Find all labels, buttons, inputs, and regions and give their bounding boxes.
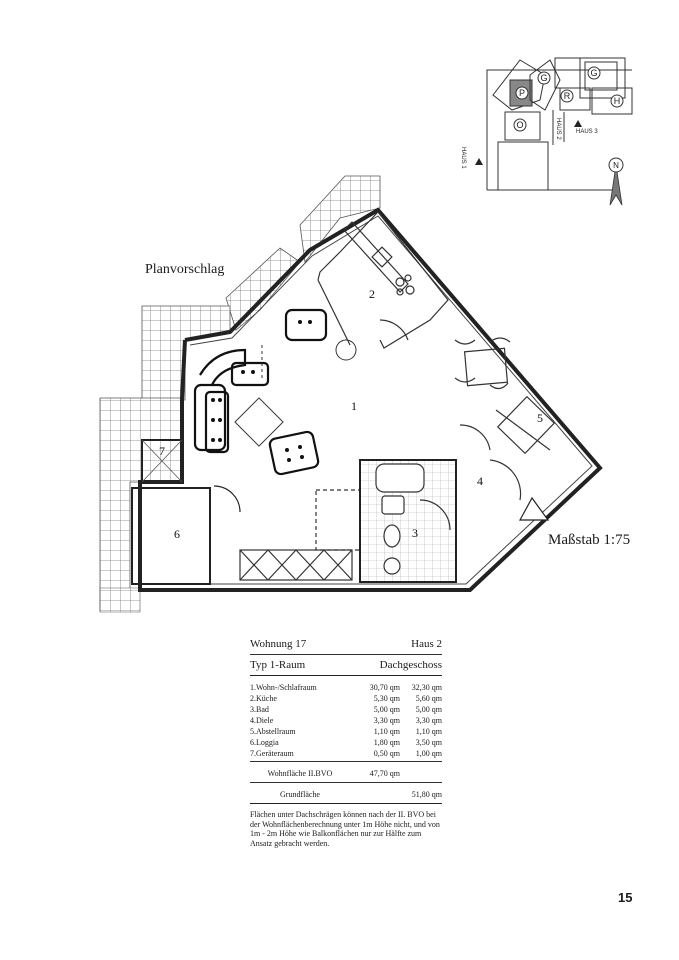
- divider: [250, 782, 442, 783]
- marker-p: P: [519, 88, 525, 98]
- marker-h: H: [614, 96, 621, 106]
- page-number: 15: [618, 890, 633, 905]
- footnote: Flächen unter Dachschrägen können nach d…: [250, 810, 440, 848]
- divider: [250, 761, 442, 762]
- room-number-7: 7: [159, 444, 165, 458]
- room-number-3: 3: [412, 526, 418, 540]
- apartment-info: Wohnung 17 Haus 2 Typ 1-Raum Dachgeschos…: [250, 636, 442, 848]
- room-number-4: 4: [477, 474, 483, 488]
- header-row-1: Wohnung 17 Haus 2: [250, 636, 442, 652]
- plan-title: Planvorschlag: [145, 262, 225, 277]
- divider: [250, 803, 442, 804]
- living-area-row: Wohnfläche II.BVO 47,70 qm: [250, 768, 442, 780]
- room-number-5: 5: [537, 411, 543, 425]
- marker-g1: G: [540, 73, 547, 83]
- apartment-type: Typ 1-Raum: [250, 659, 306, 671]
- room-number-1: 1: [351, 399, 357, 413]
- floor-level: Dachgeschoss: [379, 659, 442, 671]
- header-row-2: Typ 1-Raum Dachgeschoss: [250, 657, 442, 673]
- floor-area-row: Grundfläche 51,80 qm: [250, 789, 442, 801]
- room-number-6: 6: [174, 527, 180, 541]
- marker-o: O: [516, 120, 523, 130]
- room-number-2: 2: [369, 287, 375, 301]
- marker-r: R: [564, 91, 571, 101]
- living-area-value: 47,70 qm: [369, 769, 400, 778]
- svg-text:N: N: [613, 161, 619, 170]
- haus1-label: HAUS 1: [460, 147, 466, 169]
- haus3-label: HAUS 3: [576, 129, 598, 135]
- divider: [250, 654, 442, 655]
- floor-area-value: 51,80 qm: [411, 790, 442, 799]
- north-arrow-icon: N: [608, 157, 624, 206]
- apartment-number: Wohnung 17: [250, 638, 307, 650]
- marker-g2: G: [590, 68, 597, 78]
- scale-label: Maßstab 1:75: [548, 532, 631, 548]
- living-area-label: Wohnfläche II.BVO: [267, 769, 333, 778]
- divider: [250, 675, 442, 676]
- floor-area-label: Grundfläche: [280, 790, 320, 799]
- haus2-label: HAUS 2: [555, 118, 561, 140]
- house-number: Haus 2: [411, 638, 442, 650]
